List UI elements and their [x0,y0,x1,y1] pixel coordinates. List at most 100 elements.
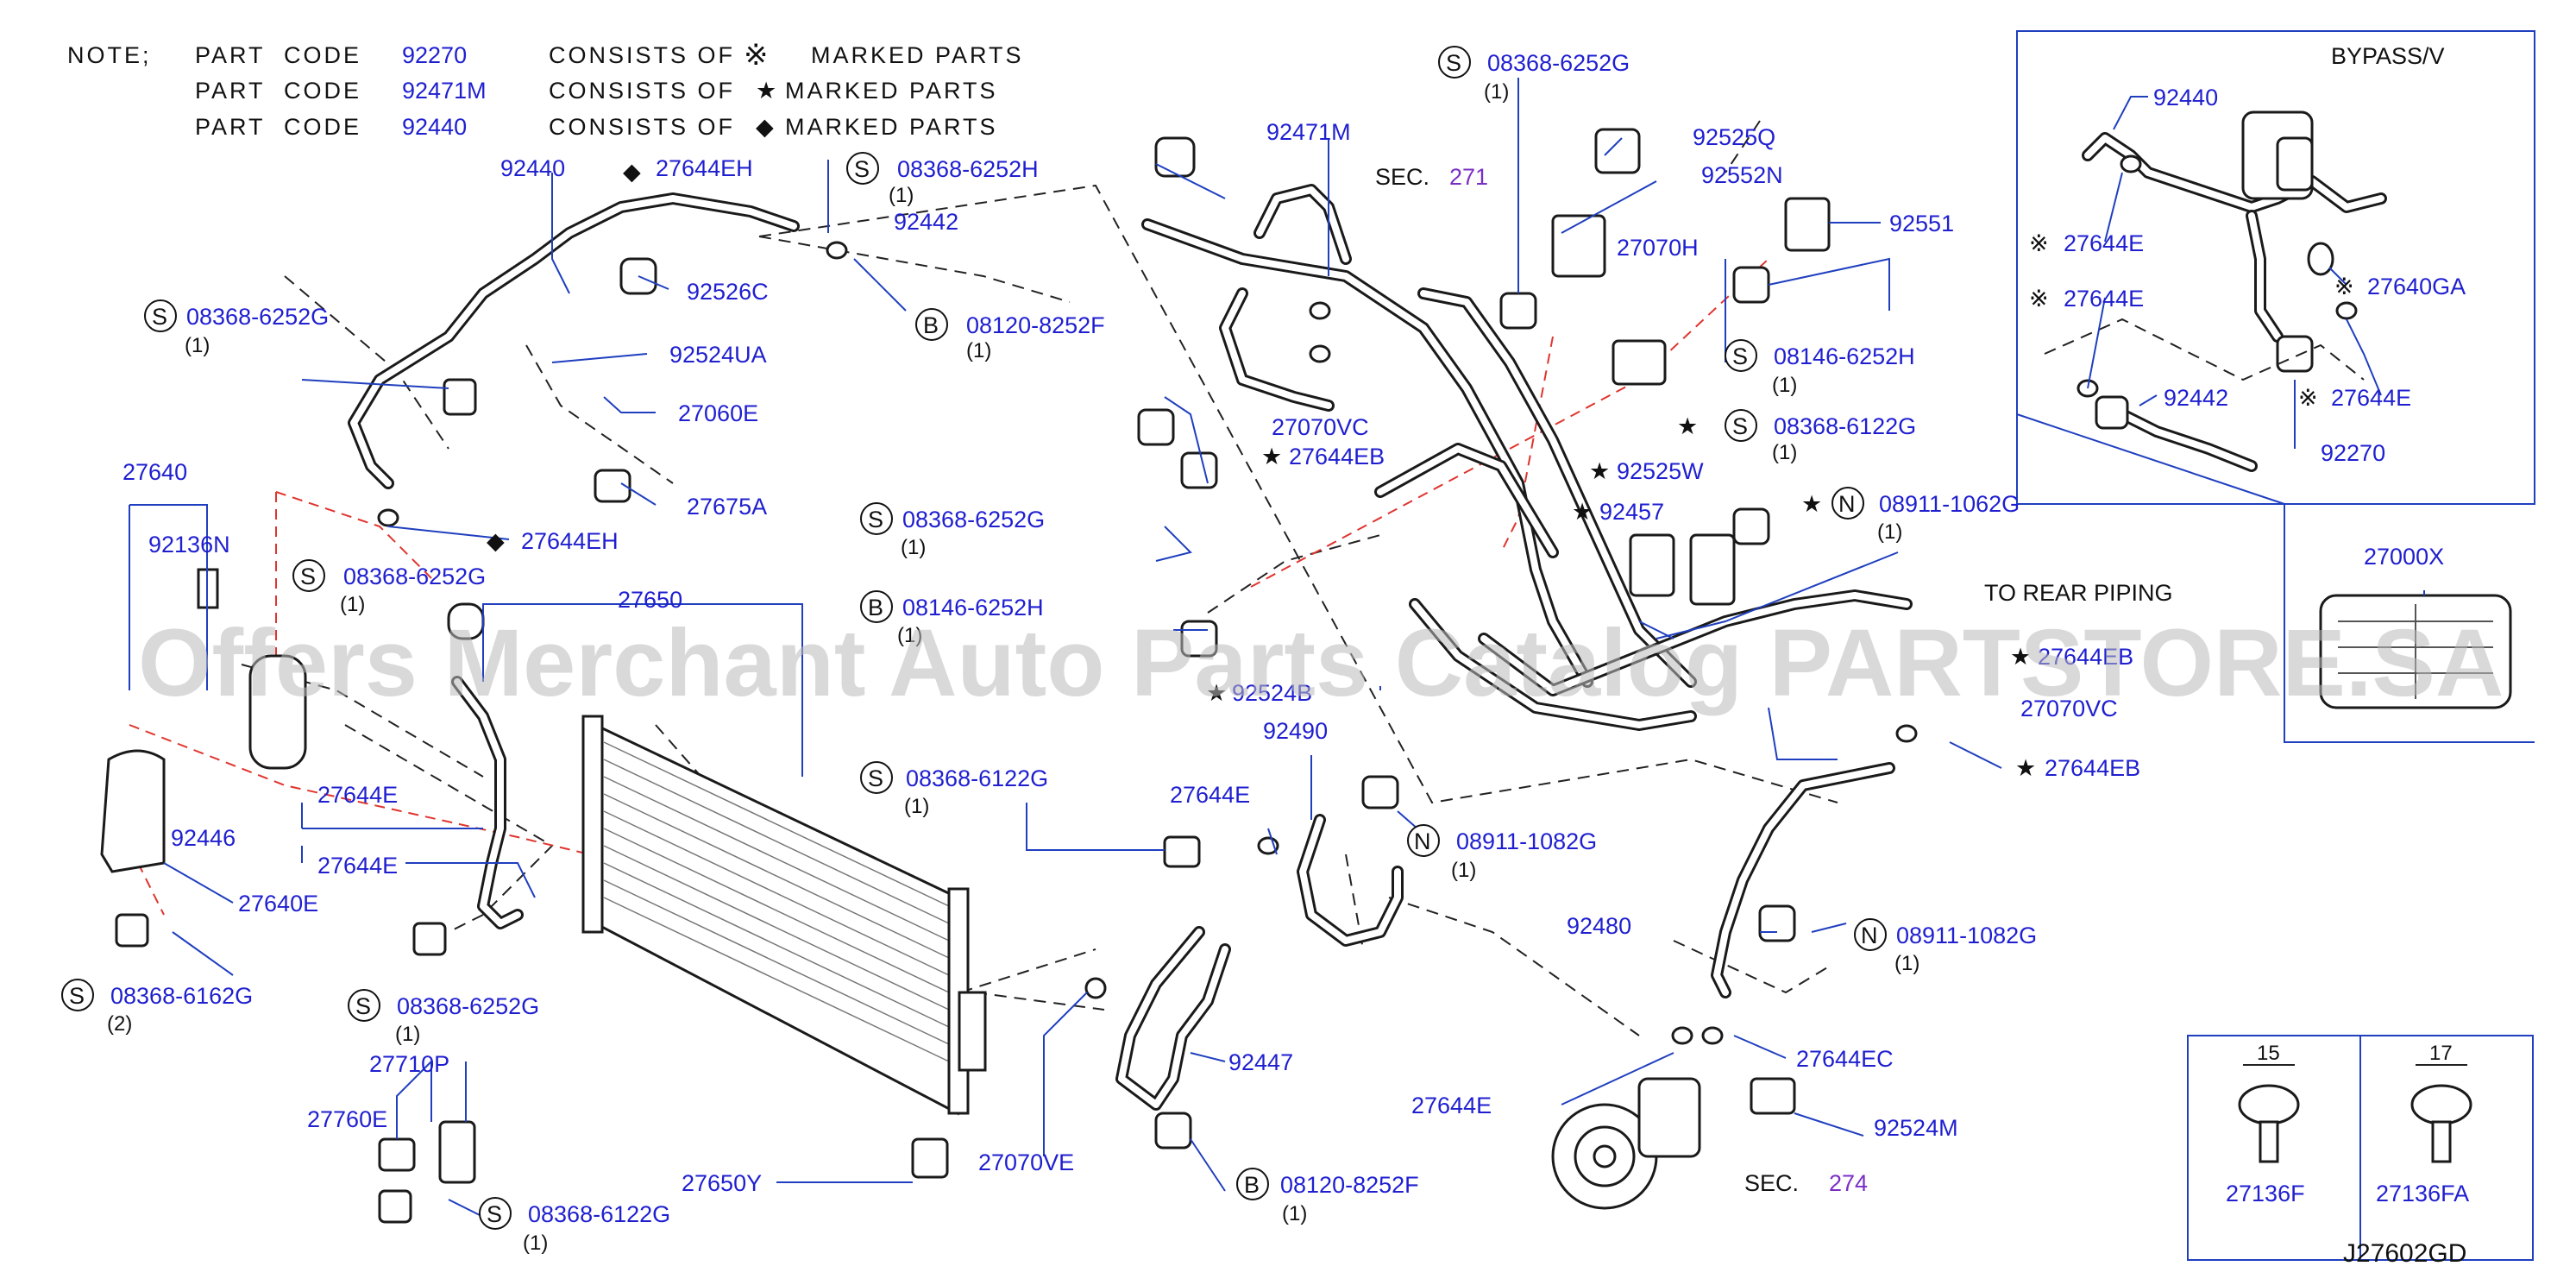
part-label-27070VE: 27070VE [978,1150,1074,1175]
part-label-92525Q: 92525Q [1693,124,1775,150]
badge-circles [61,46,1887,1230]
qty-label: (1) [1484,80,1509,104]
part-label-08368-6252G: 08368-6252G [902,507,1045,532]
receiver-drier-27640 [100,568,485,873]
n-badge: N [1838,491,1856,517]
section-ref-271[interactable]: 271 [1449,164,1488,190]
note-consists: CONSISTS OF [549,78,735,104]
qty-label: (1) [1451,859,1476,882]
part-label-92440: 92440 [2153,85,2218,110]
compressor [1551,1077,1701,1210]
part-label-08368-6252G: 08368-6252G [397,993,539,1019]
part-label-27136FA: 27136FA [2376,1181,2469,1206]
part-label-27644E: 27644E [1411,1093,1492,1118]
star-mark-icon: ★ [1589,458,1610,484]
condenser-27650 [581,715,987,1116]
note-marked: MARKED PARTS [785,114,998,140]
part-label-08120-8252F: 08120-8252F [966,312,1105,338]
dimension-label: 17 [2429,1042,2453,1065]
part-label-08368-6122G: 08368-6122G [528,1201,670,1227]
part-label-27675A: 27675A [687,494,767,520]
note-part-word: PART [195,42,266,68]
star-mark-icon: ★ [2015,755,2036,781]
qty-label: (1) [966,339,991,362]
qty-label: (1) [523,1231,548,1255]
part-label-92551: 92551 [1889,211,1954,236]
note-code-word: CODE [284,78,361,104]
qty-label: (1) [1772,441,1797,464]
b-badge: B [868,595,883,620]
part-label-27644EC: 27644EC [1796,1046,1894,1072]
part-label-27650Y: 27650Y [682,1170,762,1196]
qty-label: (1) [1894,952,1919,975]
part-label-92524B: 92524B [1232,680,1312,706]
part-label-27644E: 27644E [2331,385,2411,411]
s-badge: S [69,983,85,1009]
b-badge: B [923,312,939,338]
badge-letters: S S B S S B S S S N S B S S S N N [69,50,1878,1227]
note-code: 92440 [402,114,467,140]
watermark-text: Offers Merchant Auto Parts Catalog PARTS… [138,610,2504,716]
note-prefix: NOTE; [67,42,152,68]
s-badge: S [355,993,371,1019]
part-label-27640GA: 27640GA [2367,274,2466,299]
part-label-92490: 92490 [1263,718,1328,744]
section-ref-274[interactable]: 274 [1829,1170,1868,1196]
part-label-08911-1082G: 08911-1082G [1456,828,1597,854]
s-badge: S [868,765,883,791]
note-part-word: PART [195,114,266,140]
diagram-id: J27602GD [2343,1239,2466,1268]
part-label-92442: 92442 [894,209,958,235]
part-label-92457: 92457 [1599,499,1664,525]
part-label-27644E: 27644E [317,853,398,879]
note-marked: MARKED PARTS [811,42,1024,68]
small-parts [115,128,1918,1224]
part-label-27644E: 27644E [2064,230,2144,256]
part-label-27644EH: 27644EH [521,528,619,554]
part-label-27000X: 27000X [2364,544,2444,570]
part-labels: 92440 27644EH 08368-6252H (1) 92442 9252… [107,43,2469,1268]
qty-label: (1) [897,624,922,647]
clip-inset [2187,1035,2534,1261]
part-label-27644E: 27644E [2064,286,2144,312]
part-label-27650: 27650 [618,587,682,613]
part-label-08368-6122G: 08368-6122G [906,765,1048,791]
part-label-27640: 27640 [123,459,187,485]
s-badge: S [1732,413,1748,439]
qty-label: (1) [395,1023,420,1046]
note-code-word: CODE [284,114,361,140]
bypass-title: BYPASS/V [2331,43,2445,69]
ref-mark-icon: ※ [2298,385,2318,411]
part-label-27644EB: 27644EB [2038,644,2133,670]
part-label-27060E: 27060E [678,400,758,426]
part-label-92524M: 92524M [1874,1115,1958,1141]
star-mark-icon: ★ [1206,680,1227,706]
part-label-92446: 92446 [171,825,236,851]
qty-label: (1) [340,593,365,616]
ref-mark-icon: ※ [2029,230,2049,256]
note-marked: MARKED PARTS [785,78,998,104]
note-mark: ◆ [756,114,776,140]
part-label-27070H: 27070H [1617,235,1699,261]
part-label-08146-6252H: 08146-6252H [1774,343,1915,369]
star-mark-icon: ★ [1572,499,1593,525]
n-badge: N [1414,828,1431,854]
ref-mark-icon: ※ [2334,274,2354,299]
pipe-92446 [451,676,524,929]
note-code: 92270 [402,42,467,68]
ref-mark-icon: ※ [2029,286,2049,312]
note-code: 92471M [402,78,487,104]
part-label-08120-8252F: 08120-8252F [1280,1172,1419,1198]
s-badge: S [868,507,883,532]
part-label-27136F: 27136F [2226,1181,2305,1206]
note-mark: ※ [744,39,771,72]
part-label-27710P: 27710P [369,1051,449,1077]
part-label-27644E: 27644E [317,782,398,808]
diamond-mark-icon: ◆ [623,159,641,185]
part-label-92480: 92480 [1567,913,1631,939]
note-code-word: CODE [284,42,361,68]
section-ref-prefix: SEC. [1375,164,1429,190]
pipe-92480 [1711,762,1895,998]
s-badge: S [1446,50,1461,76]
